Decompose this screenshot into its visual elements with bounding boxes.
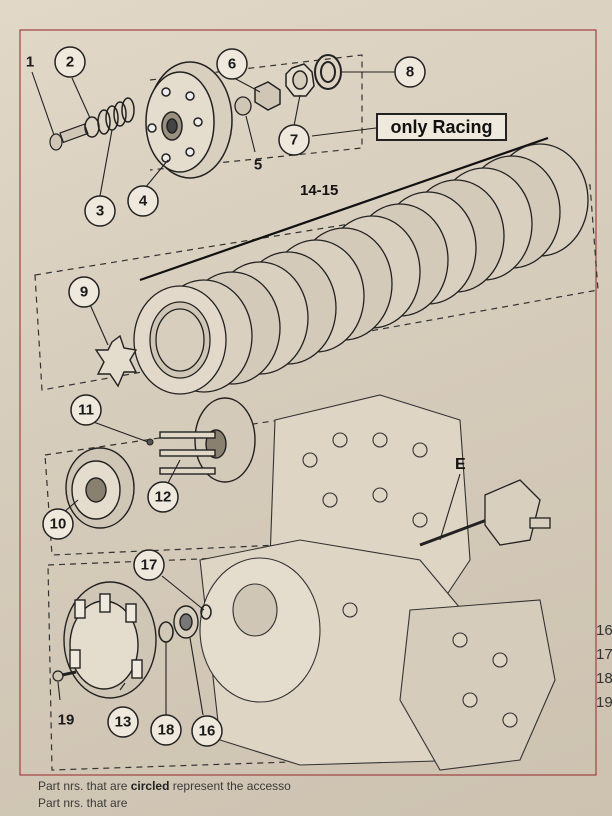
drum-10 (65, 447, 135, 529)
lock-washer-7 (285, 63, 315, 97)
only-racing-label: only Racing (376, 113, 507, 141)
side-number-19: 19 (596, 694, 612, 711)
bolt-1 (49, 123, 89, 151)
ring-8 (314, 54, 342, 90)
callout-12: 12 (155, 489, 172, 506)
footnote-pre: Part nrs. that are (38, 779, 128, 793)
plates-bracket-line (139, 136, 549, 282)
callout-4: 4 (139, 193, 148, 210)
nut-6 (254, 81, 281, 111)
basket-13 (63, 581, 157, 699)
footnote-line-1: Part nrs. that are circled represent the… (38, 779, 291, 793)
washer-2 (84, 116, 100, 138)
callout-18: 18 (158, 722, 175, 739)
bearing-16 (173, 605, 199, 639)
side-number-16: 16 (596, 622, 612, 639)
spring-plate-9 (94, 334, 138, 388)
callout-3: 3 (96, 203, 104, 220)
callout-17: 17 (141, 557, 158, 574)
callout-8: 8 (406, 64, 414, 81)
spring-3 (97, 97, 135, 135)
footnote-post: represent the accesso (172, 779, 291, 793)
footnote-bold: circled (130, 779, 170, 793)
footnote-line-2: Part nrs. that are (38, 796, 128, 810)
callout-14-15: 14-15 (300, 182, 339, 199)
leader-lines (31, 71, 461, 716)
engine-block (199, 394, 556, 771)
callout-6: 6 (228, 56, 236, 73)
side-number-18: 18 (596, 670, 612, 687)
hub-12 (159, 397, 256, 483)
slave-cylinder (484, 479, 551, 546)
callout-2: 2 (66, 54, 74, 71)
callout-e: E (455, 456, 466, 473)
clutch-plate-stack (133, 143, 589, 395)
pressure-plate-4 (145, 61, 233, 179)
screw-19 (52, 670, 77, 682)
bush-5 (234, 96, 252, 116)
o-ring-17 (200, 604, 212, 620)
callout-16: 16 (199, 723, 216, 740)
callout-13: 13 (115, 714, 132, 731)
callout-9: 9 (80, 284, 88, 301)
callout-10: 10 (50, 516, 67, 533)
callout-7: 7 (290, 132, 298, 149)
side-number-17: 17 (596, 646, 612, 663)
callout-1: 1 (26, 54, 34, 71)
callout-5: 5 (254, 157, 262, 174)
callout-19: 19 (58, 712, 75, 729)
ring-18 (158, 621, 174, 643)
callout-11: 11 (78, 402, 94, 419)
page-border (19, 29, 597, 776)
